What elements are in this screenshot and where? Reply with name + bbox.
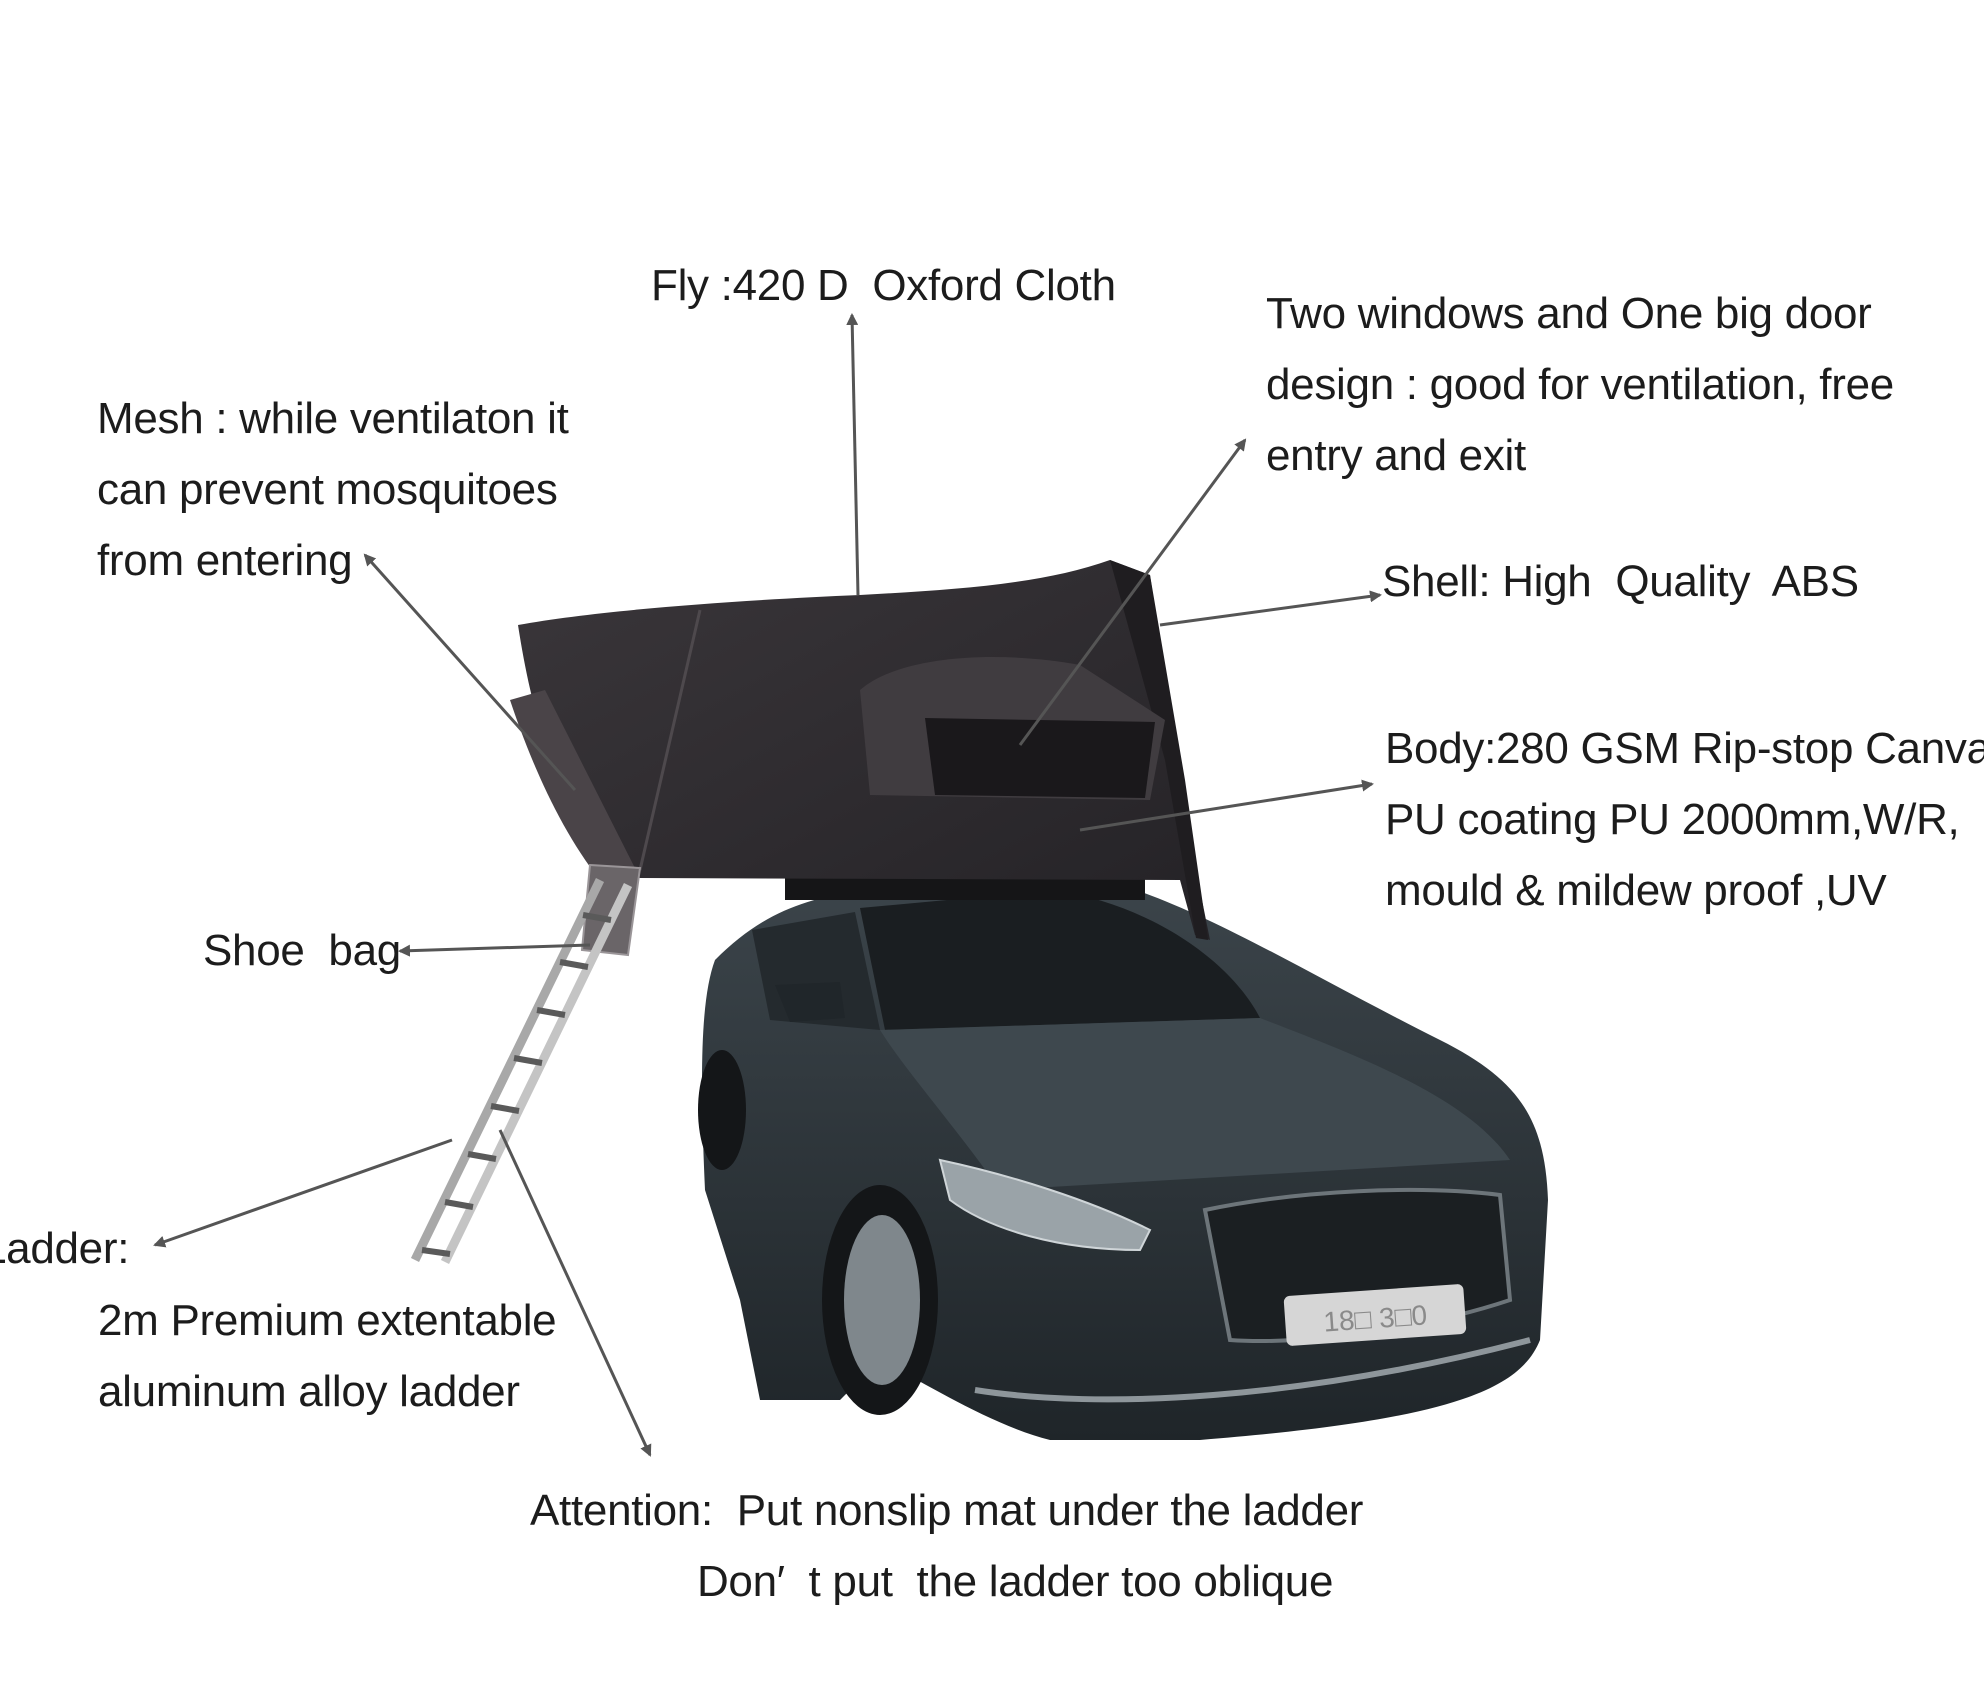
mesh-line-2: can prevent mosquitoes — [97, 465, 558, 514]
license-plate-text: 18□ 3□0 — [1322, 1299, 1428, 1337]
license-plate — [1283, 1284, 1467, 1346]
ladder-title-line: Ladder: — [0, 1224, 130, 1273]
tent-window-opening — [925, 718, 1155, 798]
windows-line-2: design : good for ventilation, free — [1266, 360, 1894, 409]
windows-line-3: entry and exit — [1266, 431, 1526, 480]
arrow-body — [1079, 779, 1374, 832]
arrow-windows — [1018, 438, 1247, 746]
car-hood — [880, 1018, 1510, 1190]
attention-line-2: Don′ t put the ladder too oblique — [530, 1557, 1334, 1606]
tent-seam — [638, 609, 702, 871]
roof-tent — [510, 560, 1210, 957]
side-mirror — [775, 982, 845, 1022]
label-attention: Attention: Put nonslip mat under the lad… — [530, 1475, 1363, 1617]
arrow-shoe-bag — [398, 943, 591, 957]
mesh-line-3: from entering — [97, 536, 353, 585]
attention-line-1: Attention: Put nonslip mat under the lad… — [530, 1486, 1364, 1535]
car: 18□ 3□0 — [698, 870, 1548, 1440]
arrow-fly — [846, 313, 860, 596]
ladder — [410, 878, 633, 1264]
tent-shell-edge — [1110, 560, 1208, 940]
tent-side-panel — [510, 690, 640, 880]
arrow-attention — [498, 1129, 652, 1457]
shell-line: Shell: High Quality ABS — [1382, 557, 1859, 606]
arrow-mesh — [363, 553, 577, 791]
label-ladder-title: Ladder: — [0, 1213, 129, 1284]
rear-wheel — [698, 1050, 746, 1170]
arrow-shell — [1159, 590, 1382, 627]
label-shell: Shell: High Quality ABS — [1382, 546, 1859, 617]
car-headlight — [938, 1158, 1152, 1252]
fly-line: Fly :420 D Oxford Cloth — [651, 261, 1116, 310]
windows-line-1: Two windows and One big door — [1266, 289, 1872, 338]
label-shoe-bag: Shoe bag — [203, 915, 401, 986]
shoe-bag-line: Shoe bag — [203, 926, 401, 975]
body-line-1: Body:280 GSM Rip-stop Canvas , — [1385, 724, 1984, 773]
ladder-desc-line-1: 2m Premium extentable — [98, 1296, 557, 1345]
label-windows: Two windows and One big door design : go… — [1266, 278, 1894, 491]
label-mesh: Mesh : while ventilaton it can prevent m… — [97, 383, 569, 596]
car-windshield — [860, 890, 1260, 1030]
annotation-arrows — [153, 313, 1382, 1457]
car-bumper-trim — [974, 1337, 1531, 1403]
label-body: Body:280 GSM Rip-stop Canvas , PU coatin… — [1385, 713, 1984, 926]
mesh-line-1: Mesh : while ventilaton it — [97, 394, 569, 443]
label-fly: Fly :420 D Oxford Cloth — [651, 250, 1116, 321]
body-line-3: mould & mildew proof ,UV — [1385, 866, 1887, 915]
front-rim — [844, 1215, 920, 1385]
label-ladder-desc: 2m Premium extentable aluminum alloy lad… — [98, 1285, 557, 1427]
body-line-2: PU coating PU 2000mm,W/R, — [1385, 795, 1960, 844]
arrow-ladder — [153, 1138, 453, 1248]
ladder-desc-line-2: aluminum alloy ladder — [98, 1367, 520, 1416]
